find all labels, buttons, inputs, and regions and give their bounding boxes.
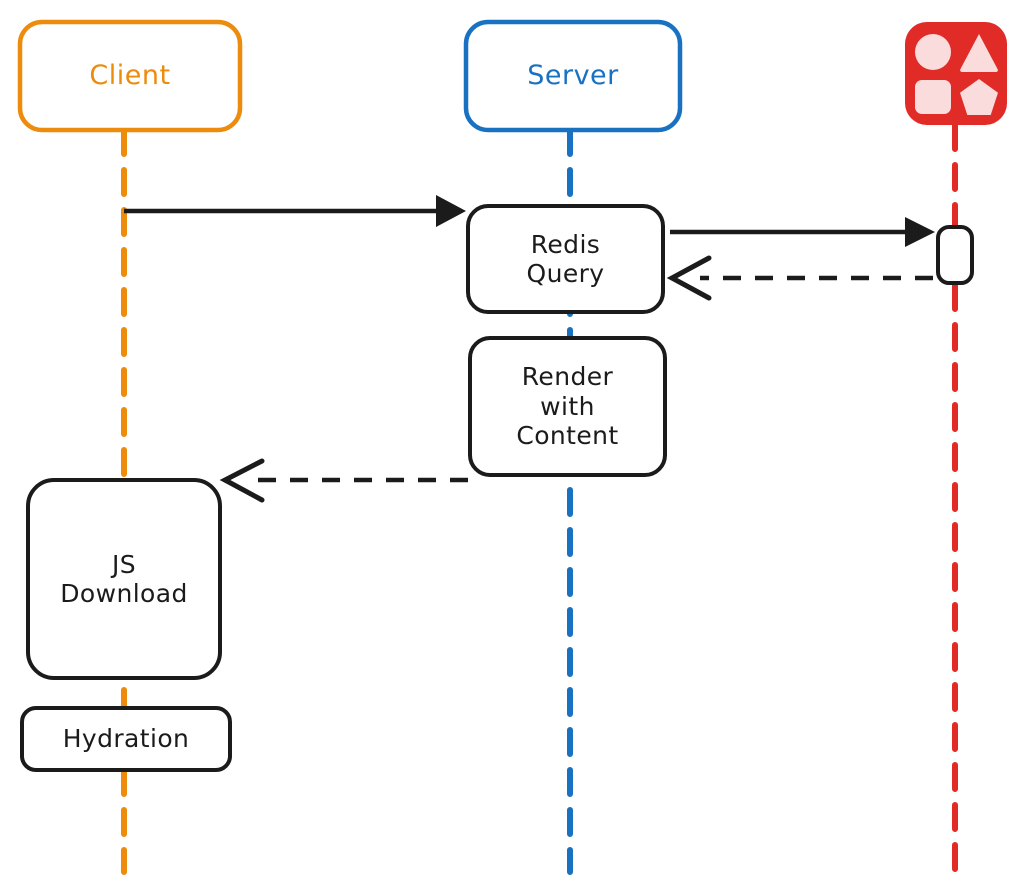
node-render-with-content[interactable] — [468, 336, 667, 477]
node-hydration[interactable] — [20, 706, 232, 772]
render-with-content-box-shape — [468, 336, 667, 477]
message-server-to-redis[interactable] — [670, 217, 935, 247]
redis-shapes-icon[interactable] — [905, 22, 1007, 125]
actor-server-box[interactable] — [463, 19, 683, 133]
client-to-server-arrowhead — [436, 195, 466, 227]
redis-icon-pentagon-shape — [960, 79, 998, 115]
message-client-to-server[interactable] — [124, 195, 466, 227]
server-box-shape — [463, 19, 683, 133]
hydration-box-shape — [20, 706, 232, 772]
redis-activation-box-shape — [936, 225, 974, 285]
message-redis-to-server[interactable] — [666, 255, 933, 301]
server-to-redis-arrowhead — [905, 217, 935, 247]
node-redis-activation[interactable] — [936, 225, 974, 285]
node-redis-query[interactable] — [466, 204, 665, 314]
node-js-download[interactable] — [26, 478, 222, 680]
redis-query-box-shape — [466, 204, 665, 314]
redis-icon-circle-shape — [915, 34, 951, 70]
server-to-client-arrowhead — [219, 458, 265, 503]
message-server-to-client[interactable] — [219, 458, 468, 503]
redis-icon-square-shape — [915, 80, 951, 114]
redis-icon-triangle-shape — [960, 34, 998, 72]
actor-client-box[interactable] — [17, 19, 243, 133]
redis-to-server-arrowhead — [666, 255, 712, 301]
js-download-box-shape — [26, 478, 222, 680]
client-box-shape — [17, 19, 243, 133]
